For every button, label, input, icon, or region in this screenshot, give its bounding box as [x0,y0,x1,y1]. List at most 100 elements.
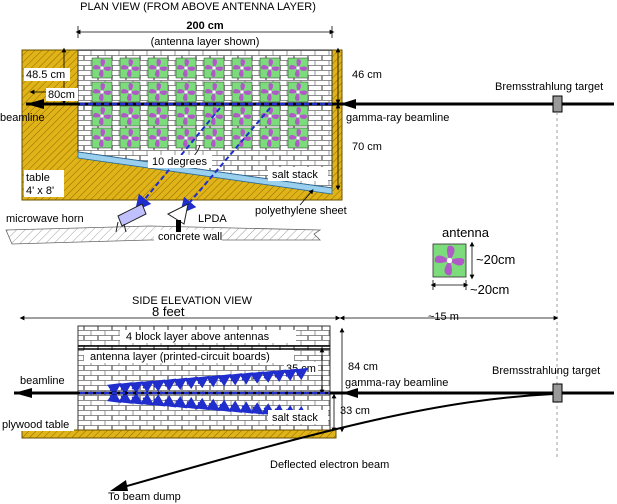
cone-arrow [228,400,243,413]
antenna-tile [203,81,225,103]
antenna-tile [231,81,253,103]
antenna-tile [231,105,253,127]
antenna-tile [287,105,309,127]
cone-arrow [107,390,122,403]
antenna-tile [119,127,141,149]
antenna-tile [175,81,197,103]
legend-antenna-label: antenna [442,225,490,240]
cone-arrow [151,394,166,407]
bremsstrahlung-target [552,95,563,113]
antenna-tile [175,57,197,79]
cone-arrow [206,398,221,412]
angle-label: 10 degrees [152,156,208,168]
cone-arrow [129,392,144,405]
cone-arrow [107,383,122,396]
side-salt-stack-label: salt stack [272,412,318,424]
antenna-tile [203,127,225,149]
cone-arrow [184,376,199,390]
antenna-tile [119,57,141,79]
deflected-label: Deflected electron beam [270,459,389,471]
antenna-tile [147,127,169,149]
cone-arrow [129,381,144,394]
antenna-tile [203,57,225,79]
side-view: SIDE ELEVATION VIEW 8 feet ~15 m 4 block… [0,295,614,503]
antenna-tile [119,105,141,127]
side-brems-label: Bremsstrahlung target [492,365,600,377]
cone-arrow [162,395,177,408]
gamma-beamline-label: gamma-ray beamline [346,112,449,124]
antenna-tile [147,81,169,103]
antenna-tile [175,127,197,149]
cone-arrow [140,380,155,393]
antenna-tile [147,105,169,127]
lpda [166,203,189,232]
antenna-layer-label: antenna layer (printed-circuit boards) [90,351,270,363]
lpda-label: LPDA [198,213,227,225]
dim-70: 70 cm [352,141,382,153]
antenna-legend: antenna ~20cm ~20cm [430,225,515,297]
antenna-tile [91,105,113,127]
cone-arrow [272,369,287,382]
cone-arrow [261,370,276,383]
cone-arrow [250,402,265,415]
cone-arrow [140,393,155,406]
cone-arrow [173,377,188,391]
cone-arrow [118,382,133,395]
polyethylene-sheet [77,151,333,195]
plan-title: PLAN VIEW (FROM ABOVE ANTENNA LAYER) [80,1,316,13]
cone-arrow [217,374,232,387]
legend-antenna-tile [432,243,467,278]
dim-33: 33 cm [340,405,370,417]
side-width-label: 8 feet [152,304,185,319]
cone-arrow [173,395,188,409]
block-layer-label: 4 block layer above antennas [126,331,270,343]
cone-arrow [206,374,221,388]
dim-84: 84 cm [348,361,378,373]
plywood-label: plywood table [2,419,69,431]
ray-to-horn [134,107,221,212]
beamline-label: beamline [0,112,45,124]
antenna-tile [231,127,253,149]
legend-dim-h: ~20cm [470,282,509,297]
cone-arrow [294,367,309,381]
antenna-tile [119,81,141,103]
legend-dim-v: ~20cm [476,252,515,267]
antenna-tile [91,127,113,149]
microwave-horn-label: microwave horn [6,213,84,225]
antenna-tile [147,57,169,79]
side-brems-target [552,383,563,403]
antenna-tile [287,81,309,103]
antenna-tile [231,57,253,79]
dim-48-5: 48.5 cm [26,69,65,81]
poly-sheet-label: polyethylene sheet [255,205,347,217]
ray-to-lpda [179,107,271,215]
cone-arrow [239,372,254,385]
cone-arrow [283,368,298,382]
antenna-tile [259,127,281,149]
cone-arrow [195,397,210,411]
antenna-tile [287,127,309,149]
side-beamline-label: beamline [20,375,65,387]
antenna-tile [175,105,197,127]
side-title: SIDE ELEVATION VIEW [132,295,253,307]
antenna-tile [259,57,281,79]
width-label: 200 cm [186,20,224,32]
concrete-wall-label: concrete wall [158,231,222,243]
cone-arrow [184,396,199,410]
plywood-table [21,429,337,439]
side-gamma-label: gamma-ray beamline [345,377,448,389]
antenna-tile [287,57,309,79]
cone-arrow [151,379,166,392]
distance-label: ~15 m [428,311,459,323]
deflected-beam [119,393,554,489]
antenna-tile [259,81,281,103]
dump-label: To beam dump [108,491,181,503]
cone-arrow [239,401,254,414]
microwave-horn [115,203,147,233]
cone-arrow [228,373,243,386]
dim-46: 46 cm [352,69,382,81]
antenna-shown-label: (antenna layer shown) [151,36,260,48]
antenna-tile [91,57,113,79]
